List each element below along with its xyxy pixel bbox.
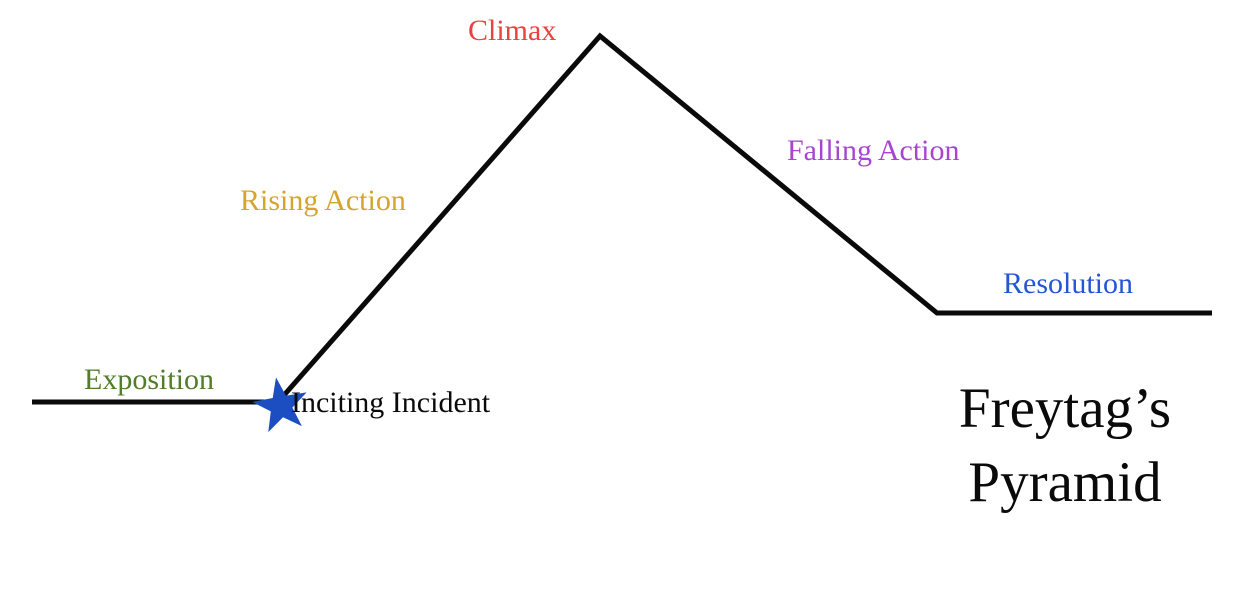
label-rising-action: Rising Action <box>240 184 406 217</box>
diagram-title-line1: Freytag’s <box>958 377 1172 440</box>
label-climax: Climax <box>468 14 557 47</box>
diagram-title: Freytag’s Pyramid <box>935 372 1195 520</box>
diagram-title-line2: Pyramid <box>968 451 1162 514</box>
label-resolution: Resolution <box>1003 267 1134 300</box>
label-exposition: Exposition <box>84 363 215 396</box>
label-falling-action: Falling Action <box>787 134 960 167</box>
inciting-incident-star-icon <box>252 377 307 433</box>
plot-structure-line <box>32 32 1212 405</box>
label-inciting-incident: Inciting Incident <box>291 386 491 419</box>
